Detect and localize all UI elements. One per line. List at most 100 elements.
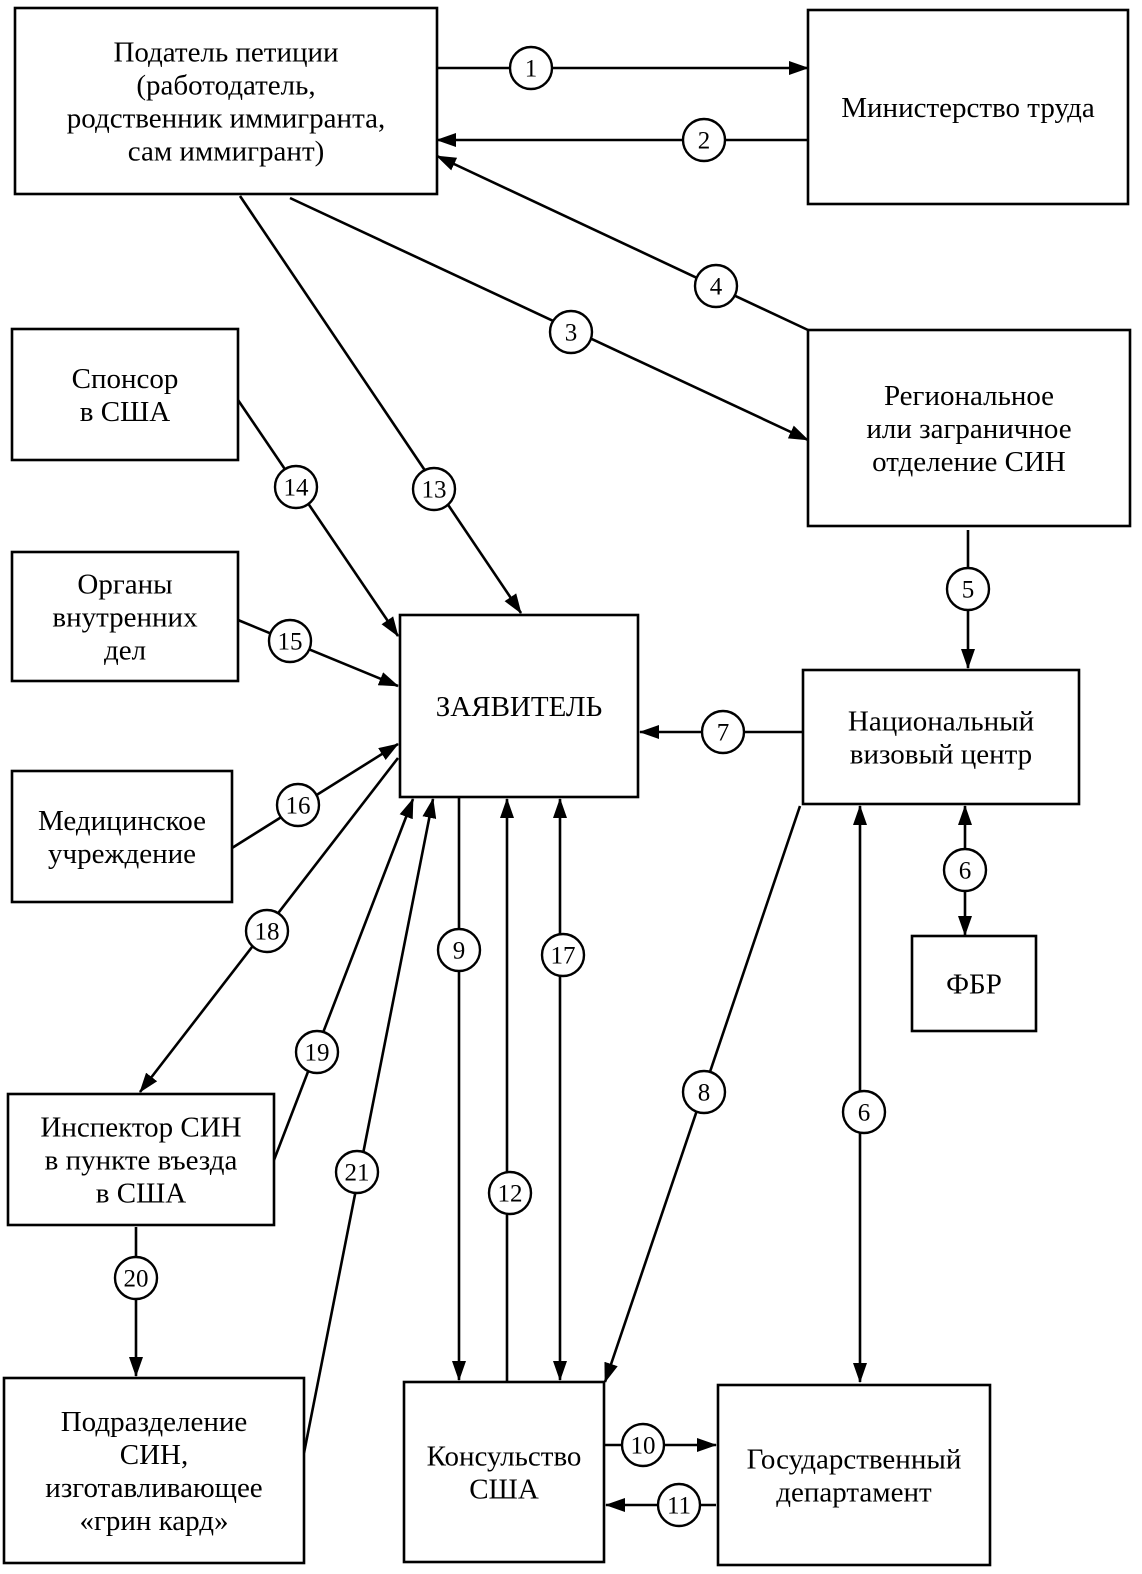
edge-label-text: 16 [286,793,311,820]
edge-label-circle [656,1482,702,1528]
edge-label-circle [487,1170,533,1216]
edge-inspector-to-applicant-arrow [272,798,415,1161]
node-inspector-line: в США [96,1178,187,1210]
edge-label-text: 14 [284,475,310,502]
node-internal-line: внутренних [52,602,198,634]
edge-label-12: 12 [487,1170,533,1216]
node-greencard-box [2,1376,306,1565]
edge-label-circle [841,1089,887,1135]
edge-label-8: 8 [681,1069,727,1115]
edge-label-5: 5 [945,566,991,612]
node-inspector-box [6,1092,276,1227]
edge-label-circle [700,709,746,755]
edge-petitioner-to-applicant-arrow [238,195,523,614]
edge-label-17: 17 [540,932,586,978]
edge-label-text: 4 [710,274,723,301]
node-consulate-line: Консульство [427,1441,582,1473]
node-medical-line: учреждение [48,838,196,870]
edge-label-text: 13 [422,477,447,504]
node-regional-line: или заграничное [866,413,1071,445]
edge-label-circle [113,1255,159,1301]
edge-label-text: 18 [255,919,280,946]
edge-label-20: 20 [113,1255,159,1301]
node-state-line: Государственный [747,1444,962,1476]
edge-label-4: 4 [693,263,739,309]
node-labor: Министерство труда [806,8,1130,206]
node-labor-box [806,8,1130,206]
edge-regional-to-petitioner-arrow [436,154,809,332]
edge-label-circle [540,932,586,978]
node-internal-box [10,550,240,683]
edge-label-6: 6 [841,1089,887,1135]
edge-label-text: 15 [278,629,303,656]
edge-greencard-to-applicant-arrow [302,798,437,1454]
edge-label-text: 10 [631,1433,656,1460]
edge-label-circle [294,1029,340,1075]
edge-label-circle [942,847,988,893]
edge-label-circle [273,464,319,510]
edge-label-text: 20 [124,1266,149,1293]
node-petitioner: Податель петиции(работодатель,родственни… [13,6,439,196]
edge-label-text: 6 [858,1100,871,1127]
node-applicant-line: ЗАЯВИТЕЛЬ [436,691,602,723]
node-petitioner-line: сам иммигрант) [128,136,325,168]
edge-label-11: 11 [656,1482,702,1528]
edge-label-text: 9 [453,938,466,965]
node-consulate-line: США [469,1474,539,1506]
node-petitioner-line: родственник иммигранта, [67,103,385,135]
node-nvc-line: визовый центр [850,739,1032,771]
edge-label-14: 14 [273,464,319,510]
node-consulate-box [402,1380,606,1564]
edge-label-circle [267,618,313,664]
edge-label-circle [620,1422,666,1468]
edge-label-text: 19 [305,1040,330,1067]
edge-label-3: 3 [548,309,594,355]
edge-label-circle [275,782,321,828]
node-labor-line: Министерство труда [841,92,1095,124]
node-greencard-line: Подразделение [61,1406,248,1438]
edge-label-2: 2 [681,117,727,163]
nodes-layer: Податель петиции(работодатель,родственни… [2,6,1132,1567]
node-fbi-box [910,934,1038,1033]
node-state-box [716,1383,992,1567]
node-fbi-line: ФБР [946,969,1002,1001]
edge-label-circle [436,927,482,973]
node-internal-line: дел [104,635,146,667]
edge-label-text: 3 [565,320,578,347]
node-regional-line: Региональное [884,380,1054,412]
node-petitioner-line: (работодатель, [136,70,315,102]
node-regional-line: отделение СИН [872,446,1066,478]
edge-label-text: 17 [551,943,576,970]
edge-sponsor-to-applicant-arrow [236,399,400,637]
node-medical-box [10,769,234,904]
node-nvc-box [801,668,1081,806]
node-sponsor-line: в США [80,396,171,428]
node-medical-line: Медицинское [38,805,206,837]
node-petitioner-box [13,6,439,196]
edge-label-text: 1 [525,56,538,83]
edge-internal-to-applicant-arrow [237,618,399,688]
edge-label-text: 2 [698,128,711,155]
edge-label-text: 12 [498,1181,523,1208]
node-greencard-line: изготавливающее [45,1472,262,1504]
node-petitioner-line: Податель петиции [113,37,338,69]
node-greencard-line: СИН, [120,1439,188,1471]
edge-label-circle [548,309,594,355]
edge-label-text: 8 [698,1080,711,1107]
edge-label-1: 1 [508,45,554,91]
edge-label-circle [244,908,290,954]
node-state-line: департамент [776,1477,932,1509]
edge-label-text: 6 [959,858,972,885]
edge-label-text: 7 [717,720,730,747]
node-inspector-line: в пункте въезда [45,1145,238,1177]
edge-label-circle [334,1149,380,1195]
node-inspector-line: Инспектор СИН [40,1112,241,1144]
